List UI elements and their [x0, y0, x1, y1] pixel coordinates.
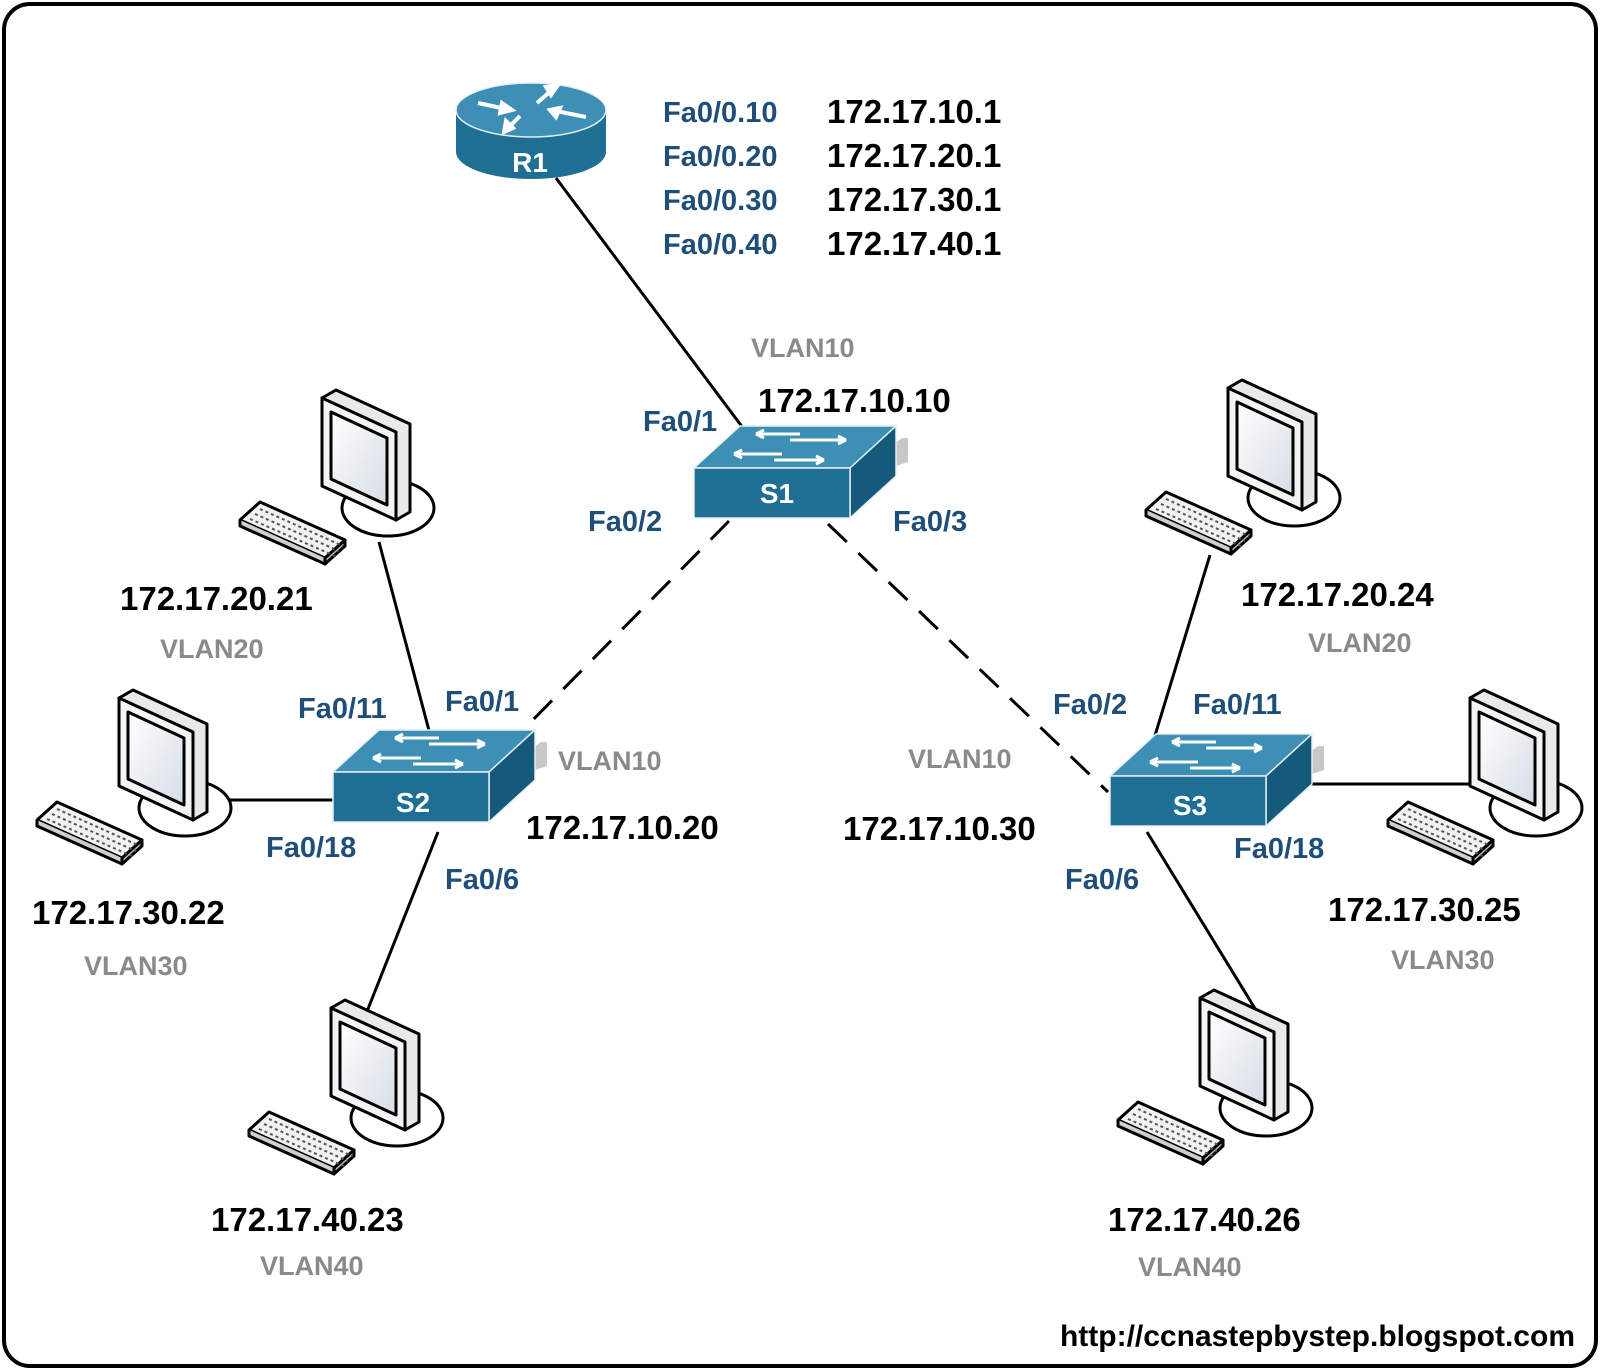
router-icon	[455, 82, 607, 179]
s1-port-fa0-1: Fa0/1	[643, 406, 717, 438]
switch-name: S3	[1173, 790, 1207, 821]
router-r1[interactable]: R1	[455, 82, 607, 179]
subif-ip: 172.17.20.1	[827, 137, 1001, 174]
s1-ip-label: 172.17.10.10	[758, 382, 951, 419]
s1-port-fa0-2: Fa0/2	[588, 506, 662, 538]
host-ip: 172.17.30.25	[1328, 891, 1521, 928]
subif-iface: Fa0/0.40	[663, 229, 777, 261]
host-ip: 172.17.20.21	[120, 580, 313, 617]
trunk-s1-s3	[826, 522, 1110, 794]
s3-ip-label: 172.17.10.30	[843, 810, 1036, 847]
subif-iface: Fa0/0.20	[663, 141, 777, 173]
link-s3-pc40	[1145, 831, 1264, 1021]
s3-vlan-label: VLAN10	[908, 744, 1012, 774]
switch-name: S2	[396, 787, 430, 818]
s3-port-fa0-2: Fa0/2	[1053, 689, 1127, 721]
host-ip: 172.17.20.24	[1241, 576, 1434, 613]
link-s2-pc40	[364, 831, 440, 1015]
switch-s1[interactable]: S1	[692, 424, 910, 520]
trunk-s1-s2	[517, 519, 731, 736]
link-s3-pc20	[1151, 554, 1212, 743]
host-vlan: VLAN30	[1391, 945, 1495, 975]
router-name: R1	[512, 147, 548, 178]
s2-vlan-label: VLAN10	[558, 746, 662, 776]
subif-iface: Fa0/0.30	[663, 185, 777, 217]
s2-port-fa0-1: Fa0/1	[445, 686, 519, 718]
link-s2-pc20	[377, 541, 433, 739]
switch-s2[interactable]: S2	[331, 728, 549, 824]
s3-port-fa0-11: Fa0/11	[1193, 689, 1282, 721]
host-vlan: VLAN40	[1138, 1252, 1242, 1282]
s1-port-fa0-3: Fa0/3	[893, 506, 967, 538]
host-vlan: VLAN40	[260, 1251, 364, 1281]
links	[219, 177, 1470, 1021]
s3-port-fa0-18: Fa0/18	[1234, 833, 1324, 865]
subif-ip: 172.17.40.1	[827, 225, 1001, 262]
host-vlan: VLAN30	[84, 951, 188, 981]
s2-port-fa0-18: Fa0/18	[266, 832, 356, 864]
host-vlan: VLAN20	[160, 634, 264, 664]
s1-vlan-label: VLAN10	[751, 333, 855, 363]
switch-name: S1	[760, 478, 794, 509]
switch-s3[interactable]: S3	[1108, 732, 1326, 828]
host-vlan: VLAN20	[1308, 628, 1412, 658]
source-url[interactable]: http://ccnastepbystep.blogspot.com	[1060, 1320, 1575, 1353]
host-ip: 172.17.40.26	[1108, 1201, 1301, 1238]
host-ip: 172.17.30.22	[32, 894, 225, 931]
subif-ip: 172.17.30.1	[827, 181, 1001, 218]
host-ip: 172.17.40.23	[211, 1201, 404, 1238]
subif-ip: 172.17.10.1	[827, 93, 1001, 130]
s2-ip-label: 172.17.10.20	[526, 809, 719, 846]
s2-port-fa0-11: Fa0/11	[298, 693, 387, 725]
s3-port-fa0-6: Fa0/6	[1065, 864, 1139, 896]
router-subinterface-table: Fa0/0.10 172.17.10.1 Fa0/0.20 172.17.20.…	[663, 93, 1001, 262]
s2-port-fa0-6: Fa0/6	[445, 864, 519, 896]
link-r1-s1	[554, 177, 748, 433]
subif-iface: Fa0/0.10	[663, 97, 777, 129]
